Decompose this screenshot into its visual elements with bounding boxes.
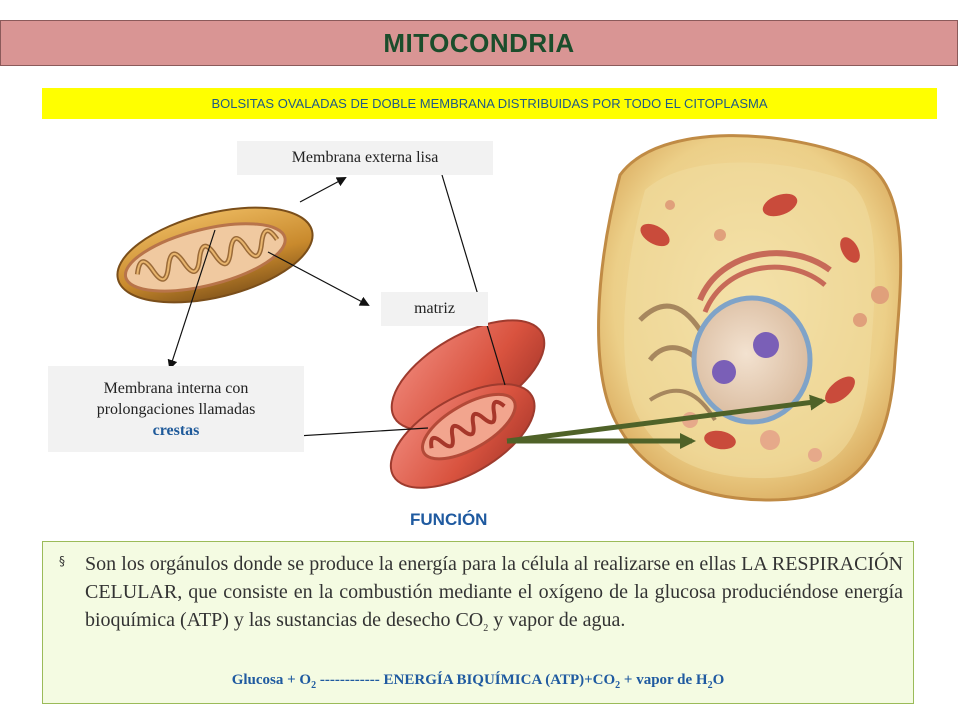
eq-part-c: + vapor de H [620,672,708,688]
label-matriz: matriz [381,292,488,326]
label-interna-line1: Membrana interna con [103,379,249,397]
page-title: MITOCONDRIA [383,27,575,58]
funcion-text-b: y vapor de agua. [488,609,626,631]
green-arrow-upper [506,394,826,444]
pointer-externa-arrow [299,177,347,203]
page-subtitle: BOLSITAS OVALADAS DE DOBLE MEMBRANA DIST… [211,96,768,111]
funcion-heading: FUNCIÓN [410,510,488,529]
mitochondrion-gold-illustration [116,206,314,304]
bullet-icon: § [59,554,65,568]
label-membrana-externa-text: Membrana externa lisa [291,149,439,166]
label-membrana-interna: Membrana interna con prolongaciones llam… [48,366,304,452]
eq-part-d: O [712,672,725,688]
mitochondrion-red-illustration [389,319,546,489]
funcion-box: § Son los orgánulos donde se produce la … [42,541,914,704]
title-bar: MITOCONDRIA [0,20,958,66]
eq-sub-2: 2 [615,680,621,691]
label-interna-line2: prolongaciones llamadas [96,400,256,418]
funcion-text: Son los orgánulos donde se produce la en… [85,550,903,643]
eq-sub-3: 2 [707,680,713,691]
funcion-text-a: Son los orgánulos donde se produce la en… [85,553,903,631]
label-crestas: crestas [152,421,200,439]
funcion-text-sub: 2 [483,623,489,634]
pointer-matriz-arrow [267,251,370,306]
respiration-equation: Glucosa + O2 ------------ ENERGÍA BIQUÍM… [43,672,913,691]
subtitle-bar: BOLSITAS OVALADAS DE DOBLE MEMBRANA DIST… [42,88,937,119]
eq-part-b: ------------ ENERGÍA BIQUÍMICA (ATP)+CO [316,672,616,688]
pointer-externa-line [441,174,506,386]
label-matriz-text: matriz [414,300,455,317]
cell-illustration [597,134,903,502]
eq-sub-1: 2 [311,680,317,691]
eq-part-a: Glucosa + O [231,672,312,688]
pointer-interna-arrow [167,229,216,370]
label-membrana-externa: Membrana externa lisa [237,141,493,175]
